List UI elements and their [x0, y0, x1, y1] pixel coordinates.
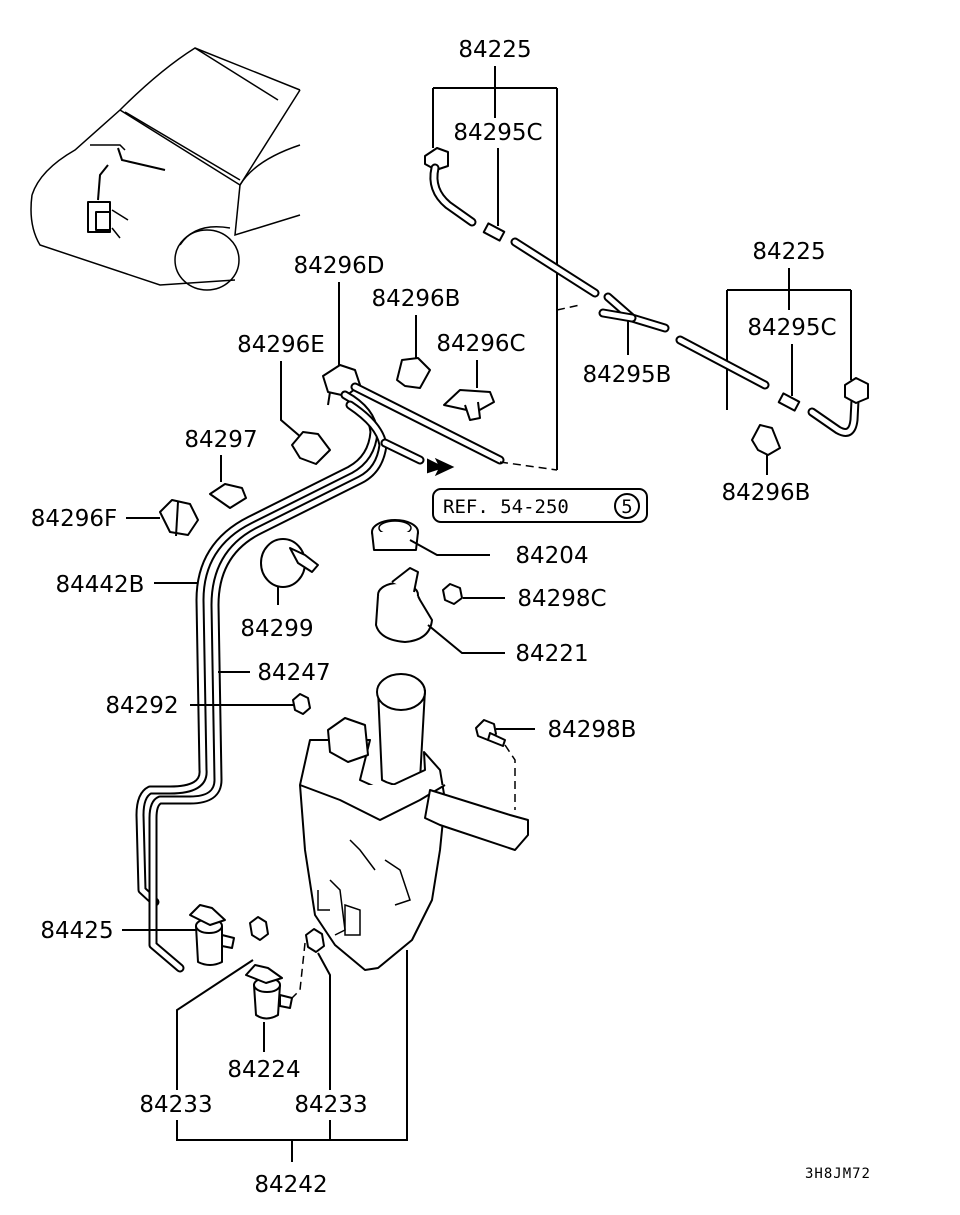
- label-84425: 84425: [40, 918, 113, 944]
- label-84233-left: 84233: [139, 1092, 212, 1118]
- washer-tank: [299, 673, 529, 971]
- label-84295C-right: 84295C: [747, 315, 836, 341]
- filler-neck-84221: 84221: [375, 567, 589, 667]
- grommet-84233-left: 84233: [139, 916, 269, 1118]
- label-84204: 84204: [515, 543, 588, 569]
- reference-circle-number: 5: [621, 496, 632, 518]
- filler-cap-84204: 84204: [371, 519, 589, 569]
- bolt-84298C: 84298C: [442, 583, 607, 612]
- label-84296B-top: 84296B: [372, 286, 461, 312]
- label-84296F: 84296F: [31, 506, 117, 532]
- label-84296D: 84296D: [294, 253, 385, 279]
- label-84247: 84247: [257, 660, 330, 686]
- label-84296C: 84296C: [436, 331, 525, 357]
- clip-84297: 84297: [184, 427, 258, 509]
- label-84298B: 84298B: [548, 717, 637, 743]
- label-84224: 84224: [227, 1057, 300, 1083]
- clips-upper: 84296D 84296B 84296C 84296E: [237, 253, 526, 465]
- label-84295B: 84295B: [583, 362, 672, 388]
- label-84442B: 84442B: [56, 572, 145, 598]
- label-84225-top: 84225: [458, 37, 531, 63]
- nozzle-assembly-top: 84225 84295C: [424, 37, 600, 470]
- label-84242: 84242: [254, 1172, 327, 1198]
- label-84296B-right: 84296B: [722, 480, 811, 506]
- clip-84296F: 84296F: [31, 499, 199, 537]
- pump-84224: 84224: [227, 964, 301, 1083]
- pump-84425: 84425: [40, 904, 235, 966]
- main-hose-run: [135, 382, 558, 973]
- label-84292: 84292: [105, 693, 178, 719]
- label-84233-right: 84233: [294, 1092, 367, 1118]
- grommet-84292: [292, 693, 311, 715]
- label-84296E: 84296E: [237, 332, 325, 358]
- nozzle-assembly-right: 84225 84295C 84296B: [675, 239, 869, 506]
- reference-text: REF. 54-250: [443, 496, 569, 518]
- arrow-right-icon: [427, 457, 455, 477]
- bolt-84298B: 84298B: [475, 717, 637, 810]
- label-84225-right: 84225: [752, 239, 825, 265]
- label-84221: 84221: [515, 641, 588, 667]
- diagram-code: 3H8JM72: [805, 1166, 871, 1182]
- y-joint-84295B: 84295B: [556, 292, 672, 388]
- reference-box: REF. 54-250 5: [432, 488, 648, 523]
- car-outline-icon: [30, 47, 301, 291]
- label-84295C-top: 84295C: [453, 120, 542, 146]
- label-84299: 84299: [240, 616, 313, 642]
- label-84297: 84297: [184, 427, 257, 453]
- grommet-84233-right: 84233: [289, 928, 368, 1118]
- band-84299: 84299: [240, 538, 319, 642]
- label-84298C: 84298C: [517, 586, 606, 612]
